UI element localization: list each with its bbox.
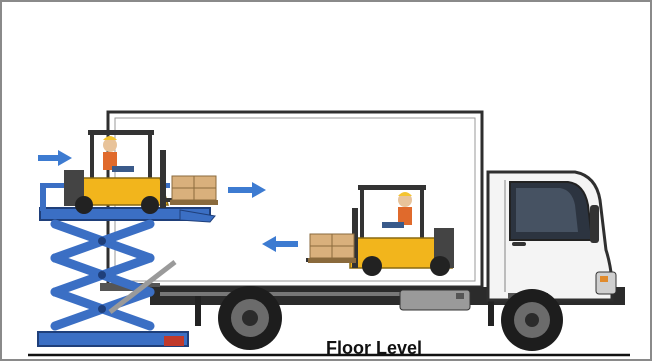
window-glare [516,188,578,232]
door-handle [512,242,526,246]
tank-cap [456,293,464,299]
rear-wheel [218,286,282,350]
floor-level-label: Floor Level [326,338,422,358]
front-bumper [596,272,616,294]
mud-flap-rear [195,296,201,326]
lift-pump [164,336,184,346]
side-mirror [590,205,599,243]
headlight [600,276,608,282]
front-wheel [501,289,563,351]
